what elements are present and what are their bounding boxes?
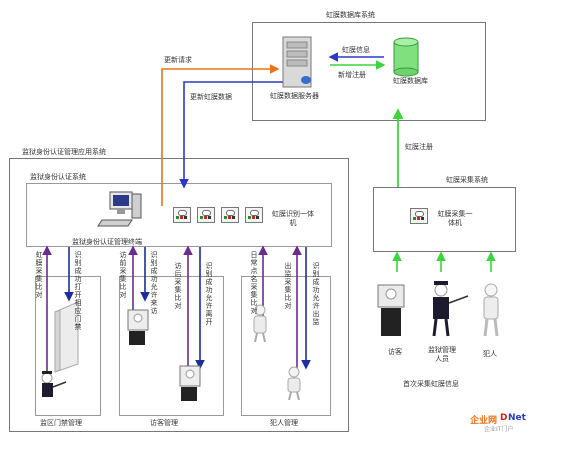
visitor-figure-icon-1 bbox=[127, 309, 149, 345]
auth-reader-label: 虹膜识别一体机 bbox=[272, 210, 314, 227]
iris-reader-icon-1 bbox=[173, 207, 191, 223]
person-prisoner-label: 犯人 bbox=[483, 350, 497, 358]
prisoner-up2-label: 出监采集比对 bbox=[284, 262, 292, 310]
watermark-part3: Net bbox=[508, 413, 526, 423]
server-icon bbox=[282, 36, 312, 88]
update-request-arrow bbox=[161, 64, 280, 206]
prisoner-zone-title: 犯人管理 bbox=[270, 419, 298, 427]
update-data-label: 更新虹膜数据 bbox=[190, 93, 232, 101]
visitor-up2-label: 访后采集比对 bbox=[174, 262, 182, 310]
watermark-sub: 企业IT门户 bbox=[484, 426, 514, 433]
watermark-logo: 企业网 D Net 企业IT门户 bbox=[470, 413, 550, 439]
server-label: 虹膜数据服务器 bbox=[270, 92, 319, 100]
iris-collector-icon bbox=[410, 208, 428, 224]
database-label: 虹膜数据库 bbox=[393, 77, 428, 85]
iris-info-label: 虹膜信息 bbox=[342, 46, 370, 54]
prisoner-down-label: 识别成功允许出监 bbox=[312, 262, 320, 326]
iris-register-label: 虹膜注册 bbox=[405, 143, 433, 151]
first-collect-caption: 首次采集虹膜信息 bbox=[403, 380, 459, 388]
visitor-person-icon bbox=[377, 284, 405, 336]
person-visitor-label: 访客 bbox=[388, 348, 402, 356]
watermark-part1: 企业网 bbox=[470, 416, 498, 426]
gate-zone-title: 监区门禁管理 bbox=[40, 419, 82, 427]
visitor-zone-title: 访客管理 bbox=[150, 419, 178, 427]
prisoner-figure-icon-1 bbox=[253, 304, 267, 343]
visitor-down2-label: 识别成功允许离开 bbox=[205, 262, 213, 326]
collect-system-box bbox=[373, 187, 516, 252]
watermark-part2: D bbox=[500, 413, 508, 423]
terminal-label: 监狱身份认证管理终端 bbox=[72, 238, 142, 246]
visitor-figure-icon-2 bbox=[179, 365, 201, 401]
gate-up-label: 虹膜采集比对 bbox=[35, 251, 43, 299]
visitor-zone-box bbox=[119, 276, 224, 416]
person-staff-label: 监狱管理人员 bbox=[428, 346, 456, 363]
gate-down-label: 识别成功打开相应门禁 bbox=[74, 251, 82, 331]
computer-terminal-icon bbox=[97, 191, 142, 227]
collect-system-title: 虹膜采集系统 bbox=[446, 176, 488, 184]
db-system-title: 虹膜数据库系统 bbox=[326, 11, 375, 19]
update-data-arrow bbox=[179, 81, 283, 189]
database-icon bbox=[393, 37, 419, 77]
iris-reader-icon-4 bbox=[245, 207, 263, 223]
iris-reader-icon-3 bbox=[221, 207, 239, 223]
auth-system-title: 监狱身份认证系统 bbox=[30, 173, 86, 181]
prison-system-title: 监狱身份认证管理应用系统 bbox=[22, 148, 106, 156]
prisoner-person-icon bbox=[483, 283, 499, 337]
register-label: 新增注册 bbox=[338, 71, 366, 79]
gate-guard-icon bbox=[41, 371, 67, 397]
iris-reader-icon-2 bbox=[197, 207, 215, 223]
update-request-label: 更新请求 bbox=[164, 56, 192, 64]
prisoner-figure-icon-2 bbox=[287, 366, 301, 401]
prisoner-zone-box bbox=[241, 276, 331, 416]
collect-reader-label: 虹膜采集一体机 bbox=[437, 210, 473, 227]
visitor-up1-label: 访前采集比对 bbox=[119, 251, 127, 299]
visitor-down1-label: 识别成功允许来访 bbox=[150, 251, 158, 315]
door-icon bbox=[54, 301, 79, 373]
prisoner-up1-label: 日常点名采集比对 bbox=[250, 251, 258, 315]
staff-person-icon bbox=[432, 281, 469, 337]
